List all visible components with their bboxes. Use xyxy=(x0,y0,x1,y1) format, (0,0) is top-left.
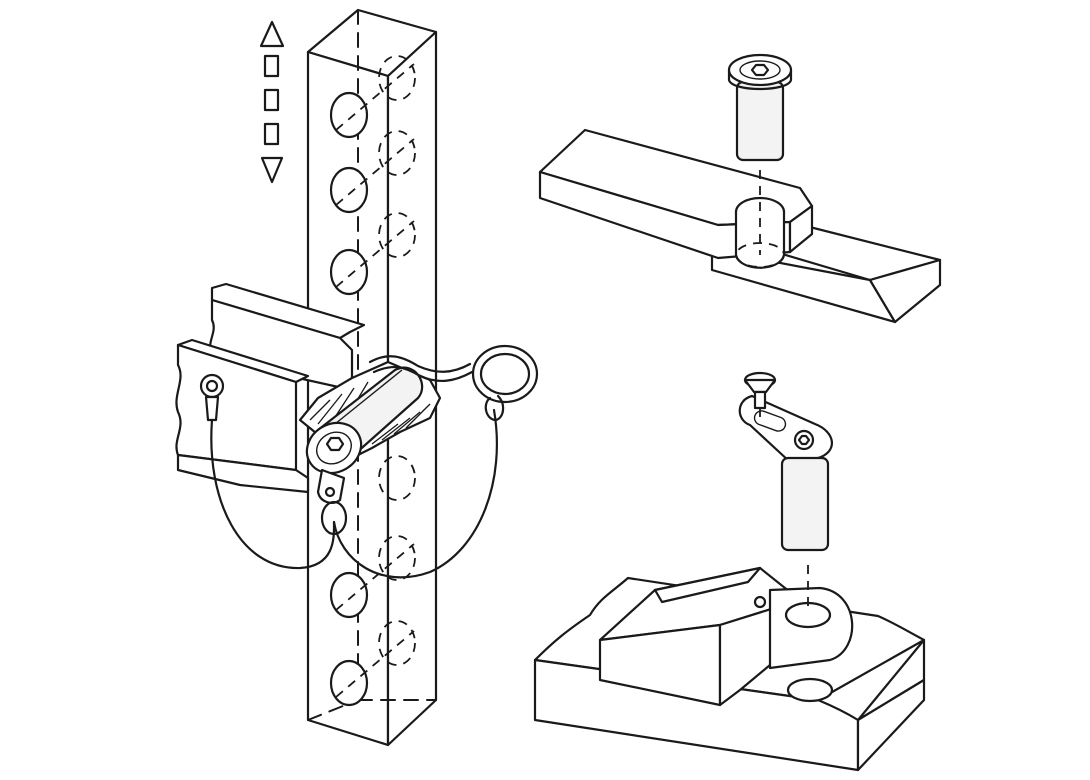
upper-bar-end xyxy=(788,204,814,254)
down-arrow-icon xyxy=(260,156,284,184)
lanyard-cable xyxy=(210,418,336,570)
lanyard-anchor xyxy=(199,373,225,399)
sleeve-top-front xyxy=(209,298,354,392)
tube-hole xyxy=(329,659,369,707)
lanyard-eyelet xyxy=(204,395,220,422)
lanyard xyxy=(199,373,505,579)
shoulder-pin xyxy=(735,80,785,162)
arrow-segment xyxy=(263,54,280,78)
sleeve-lower-body xyxy=(176,453,310,494)
grease-hole xyxy=(753,595,767,609)
hex-socket-icon xyxy=(797,434,811,446)
arrow-segment xyxy=(263,122,280,146)
hex-socket-icon xyxy=(325,436,345,452)
swivel-bar-assembly xyxy=(538,53,942,324)
clamp-base-assembly xyxy=(533,371,926,772)
hex-socket-icon xyxy=(750,63,770,77)
split-ring xyxy=(320,500,348,536)
pin-lanyard-tab xyxy=(316,468,346,504)
swivel-arm xyxy=(738,394,833,464)
pin-spring-wire xyxy=(368,355,472,373)
arm-slot xyxy=(753,410,787,432)
ear-hole xyxy=(784,601,832,629)
lanyard-cable xyxy=(332,408,498,579)
lower-bar-side xyxy=(868,258,942,324)
clamp-lip xyxy=(653,566,762,604)
up-arrow-icon xyxy=(259,20,285,48)
screw-cone xyxy=(743,378,777,394)
arm-pin xyxy=(780,456,830,552)
adjustment-arrow xyxy=(259,20,285,184)
clamp-ear xyxy=(768,586,854,670)
pull-ring xyxy=(471,344,539,404)
base-hole xyxy=(786,677,834,703)
screw-shank xyxy=(753,390,767,410)
pull-pin xyxy=(305,344,539,504)
arrow-segment xyxy=(263,88,280,112)
